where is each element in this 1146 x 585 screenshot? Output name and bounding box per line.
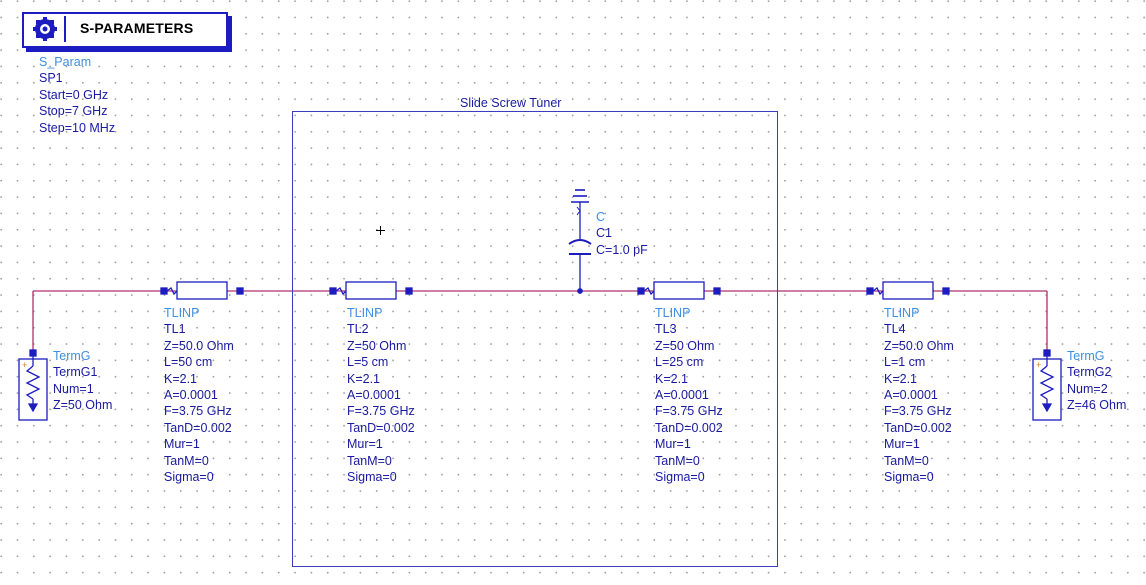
- capacitor-type-label: C: [596, 210, 606, 224]
- tl3-param-mur: Mur=1: [655, 437, 691, 452]
- termg1-param-z: Z=50 Ohm: [53, 398, 113, 413]
- termg2-params[interactable]: TermG TermG2 Num=2 Z=46 Ohm: [1067, 348, 1126, 414]
- tl4-param-a: A=0.0001: [884, 388, 938, 403]
- sp-param-start: Start=0 GHz: [39, 87, 109, 102]
- tl4-param-sigma: Sigma=0: [884, 470, 934, 485]
- tl4-param-z: Z=50.0 Ohm: [884, 338, 954, 353]
- tl2-param-z: Z=50 Ohm: [347, 338, 407, 353]
- termg1-param-num: Num=1: [53, 381, 94, 396]
- termg1-type-label: TermG: [53, 349, 91, 363]
- sp-param-step: Step=10 MHz: [39, 120, 116, 135]
- tl4-instance-label: TL4: [884, 322, 906, 337]
- tl1-param-f: F=3.75 GHz: [164, 404, 232, 419]
- tl2-param-mur: Mur=1: [347, 437, 383, 452]
- termg2-symbol[interactable]: +: [1032, 349, 1062, 421]
- capacitor-c1-params[interactable]: C C1 C=1.0 pF: [596, 209, 648, 258]
- tl3-param-tand: TanD=0.002: [655, 420, 723, 435]
- s-parameters-controller-icon: [26, 16, 66, 42]
- tlinp-tl2-params[interactable]: TLINP TL2 Z=50 Ohm L=5 cm K=2.1 A=0.0001…: [347, 305, 415, 485]
- termg2-param-num: Num=2: [1067, 381, 1108, 396]
- crosshair-cursor-icon: [376, 226, 385, 235]
- slide-screw-tuner-boundary[interactable]: [292, 111, 778, 567]
- tlinp-tl3-params[interactable]: TLINP TL3 Z=50 Ohm L=25 cm K=2.1 A=0.000…: [655, 305, 723, 485]
- tlinp-tl2-symbol[interactable]: [329, 281, 413, 300]
- tl3-param-tanm: TanM=0: [655, 453, 700, 468]
- tl3-instance-label: TL3: [655, 322, 677, 337]
- tl1-type-label: TLINP: [164, 306, 200, 320]
- termg1-params[interactable]: TermG TermG1 Num=1 Z=50 Ohm: [53, 348, 112, 414]
- termg2-param-z: Z=46 Ohm: [1067, 398, 1127, 413]
- tl2-param-l: L=5 cm: [347, 355, 389, 370]
- tl4-param-tanm: TanM=0: [884, 453, 929, 468]
- tl3-param-z: Z=50 Ohm: [655, 338, 715, 353]
- tl1-param-k: K=2.1: [164, 371, 198, 386]
- tl1-param-l: L=50 cm: [164, 355, 213, 370]
- tl2-instance-label: TL2: [347, 322, 369, 337]
- tlinp-tl4-params[interactable]: TLINP TL4 Z=50.0 Ohm L=1 cm K=2.1 A=0.00…: [884, 305, 954, 485]
- svg-text:+: +: [22, 360, 27, 370]
- tl3-param-f: F=3.75 GHz: [655, 404, 723, 419]
- tl1-param-tand: TanD=0.002: [164, 420, 232, 435]
- sp-type-label: S_Param: [39, 55, 92, 69]
- tl3-param-k: K=2.1: [655, 371, 689, 386]
- tl3-type-label: TLINP: [655, 306, 691, 320]
- capacitor-param-c: C=1.0 pF: [596, 242, 648, 257]
- tl4-param-f: F=3.75 GHz: [884, 404, 952, 419]
- termg1-instance-label: TermG1: [53, 365, 98, 380]
- tl2-param-tanm: TanM=0: [347, 453, 392, 468]
- tl3-param-l: L=25 cm: [655, 355, 704, 370]
- tl3-param-a: A=0.0001: [655, 388, 709, 403]
- tl1-param-sigma: Sigma=0: [164, 470, 214, 485]
- svg-text:+: +: [1036, 360, 1041, 370]
- tl4-param-l: L=1 cm: [884, 355, 926, 370]
- tl2-param-k: K=2.1: [347, 371, 381, 386]
- tl2-param-f: F=3.75 GHz: [347, 404, 415, 419]
- sp-param-stop: Stop=7 GHz: [39, 104, 108, 119]
- sp-controller-block[interactable]: S-PARAMETERS: [22, 12, 228, 48]
- tl2-param-tand: TanD=0.002: [347, 420, 415, 435]
- termg2-type-label: TermG: [1067, 349, 1105, 363]
- sp-controller-title: S-PARAMETERS: [80, 20, 194, 36]
- tlinp-tl4-symbol[interactable]: [866, 281, 950, 300]
- tl1-param-z: Z=50.0 Ohm: [164, 338, 234, 353]
- termg2-instance-label: TermG2: [1067, 365, 1112, 380]
- sp-instance-label: SP1: [39, 71, 63, 86]
- tl4-param-tand: TanD=0.002: [884, 420, 952, 435]
- slide-screw-tuner-label: Slide Screw Tuner: [460, 96, 562, 110]
- tl1-param-tanm: TanM=0: [164, 453, 209, 468]
- capacitor-instance-label: C1: [596, 226, 612, 241]
- tl1-param-a: A=0.0001: [164, 388, 218, 403]
- tl4-param-k: K=2.1: [884, 371, 918, 386]
- tl3-param-sigma: Sigma=0: [655, 470, 705, 485]
- capacitor-c1-symbol[interactable]: [568, 189, 592, 294]
- termg1-symbol[interactable]: +: [18, 349, 48, 421]
- tl1-instance-label: TL1: [164, 322, 186, 337]
- sp-controller-params[interactable]: S_Param SP1 Start=0 GHz Stop=7 GHz Step=…: [39, 54, 115, 136]
- tl4-param-mur: Mur=1: [884, 437, 920, 452]
- tl2-param-sigma: Sigma=0: [347, 470, 397, 485]
- tl2-type-label: TLINP: [347, 306, 383, 320]
- tlinp-tl1-symbol[interactable]: [160, 281, 244, 300]
- tl2-param-a: A=0.0001: [347, 388, 401, 403]
- tlinp-tl1-params[interactable]: TLINP TL1 Z=50.0 Ohm L=50 cm K=2.1 A=0.0…: [164, 305, 234, 485]
- tl1-param-mur: Mur=1: [164, 437, 200, 452]
- tlinp-tl3-symbol[interactable]: [637, 281, 721, 300]
- tl4-type-label: TLINP: [884, 306, 920, 320]
